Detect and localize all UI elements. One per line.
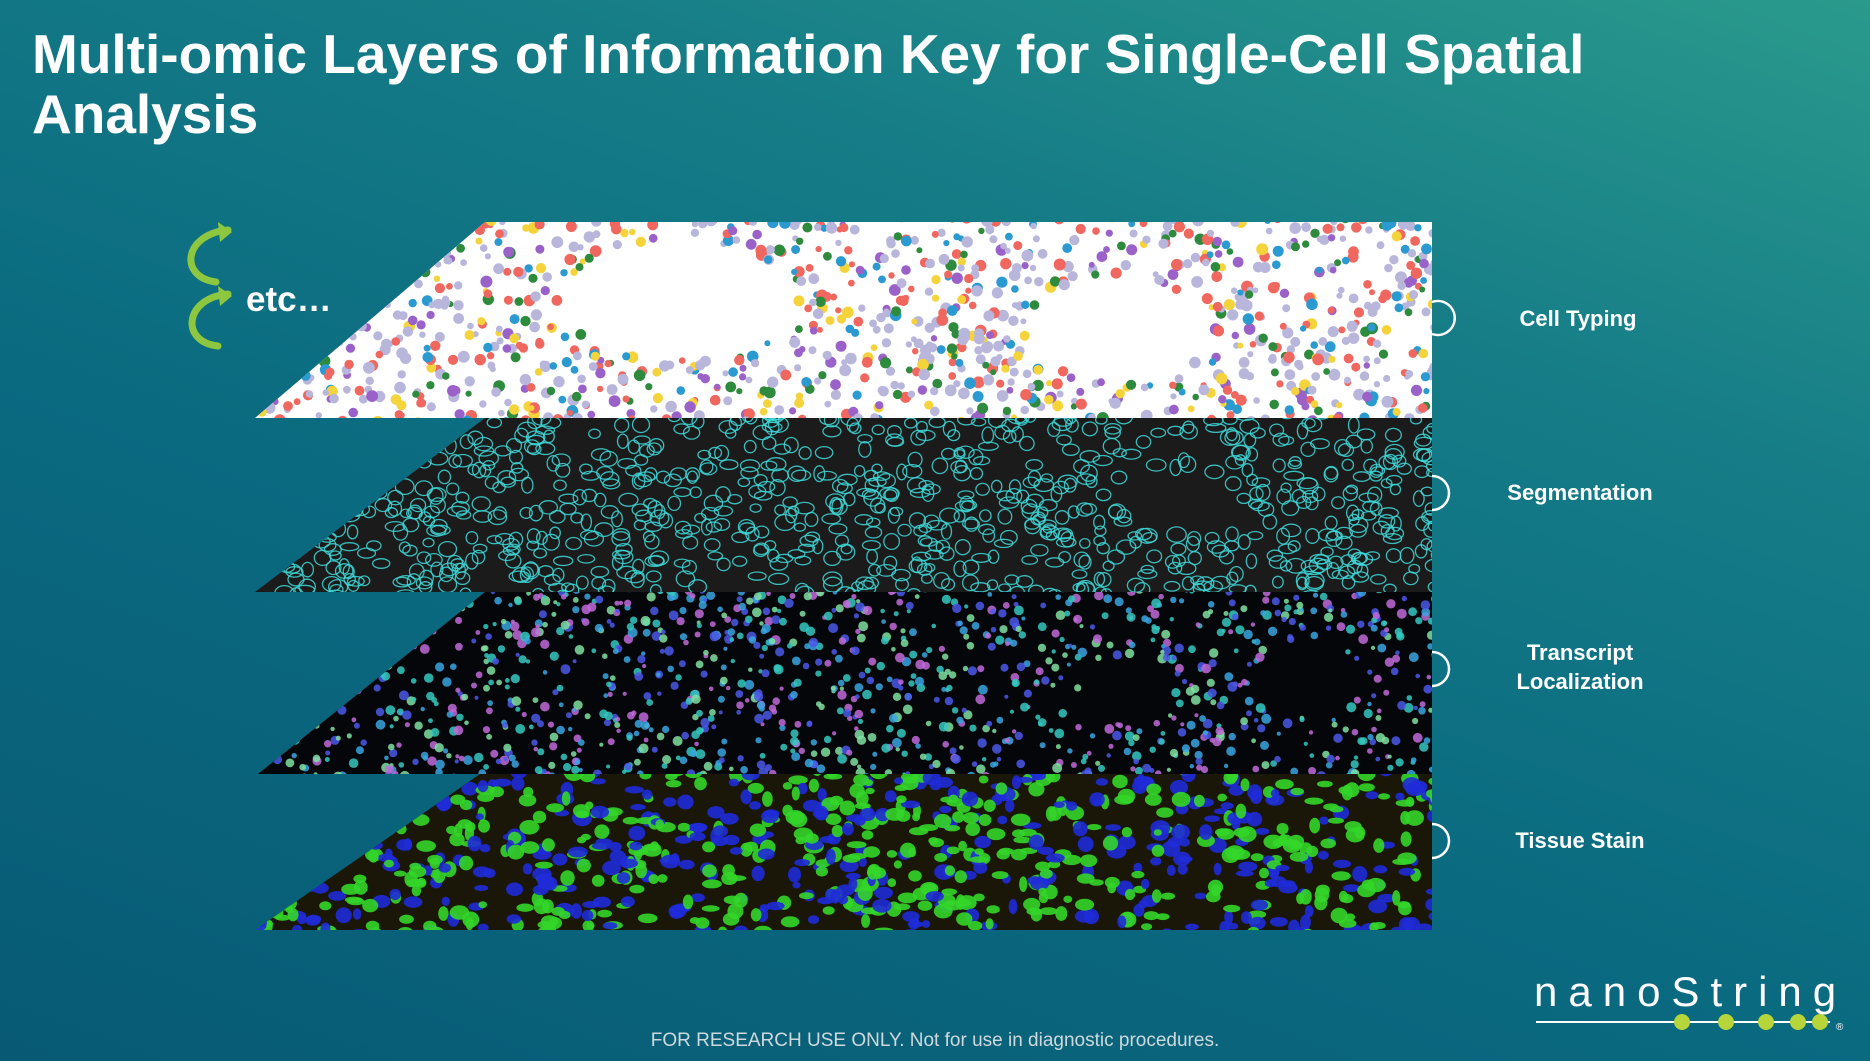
tissue-stain-label: Tissue Stain xyxy=(1515,828,1645,853)
segmentation-label: Segmentation xyxy=(1507,480,1653,505)
research-use-disclaimer: FOR RESEARCH USE ONLY. Not for use in di… xyxy=(650,1030,1220,1051)
transcript-localization-label: Transcript Localization xyxy=(1516,640,1644,694)
cell-typing-layer xyxy=(255,222,1432,418)
nanostring-logo: nanoString ® xyxy=(1530,968,1850,1036)
segmentation-layer xyxy=(255,418,1432,592)
tissue-stain-layer xyxy=(255,774,1432,930)
cell-typing-label: Cell Typing xyxy=(1519,306,1637,331)
logo-dots-icon: ® xyxy=(1536,1014,1844,1033)
etc-indicator: etc… xyxy=(176,222,356,372)
slide-title: Multi-omic Layers of Information Key for… xyxy=(32,23,1585,145)
tissue-stain-connector xyxy=(1431,822,1451,860)
transcript-connector xyxy=(1431,650,1451,688)
loop-arrow-icon xyxy=(187,222,232,350)
transcript-localization-layer xyxy=(258,592,1432,774)
etc-label: etc… xyxy=(246,280,332,319)
registered-mark: ® xyxy=(1836,1022,1844,1033)
cell-typing-connector xyxy=(1431,299,1456,337)
logo-wordmark: nanoString xyxy=(1534,968,1848,1015)
segmentation-connector xyxy=(1431,474,1451,512)
